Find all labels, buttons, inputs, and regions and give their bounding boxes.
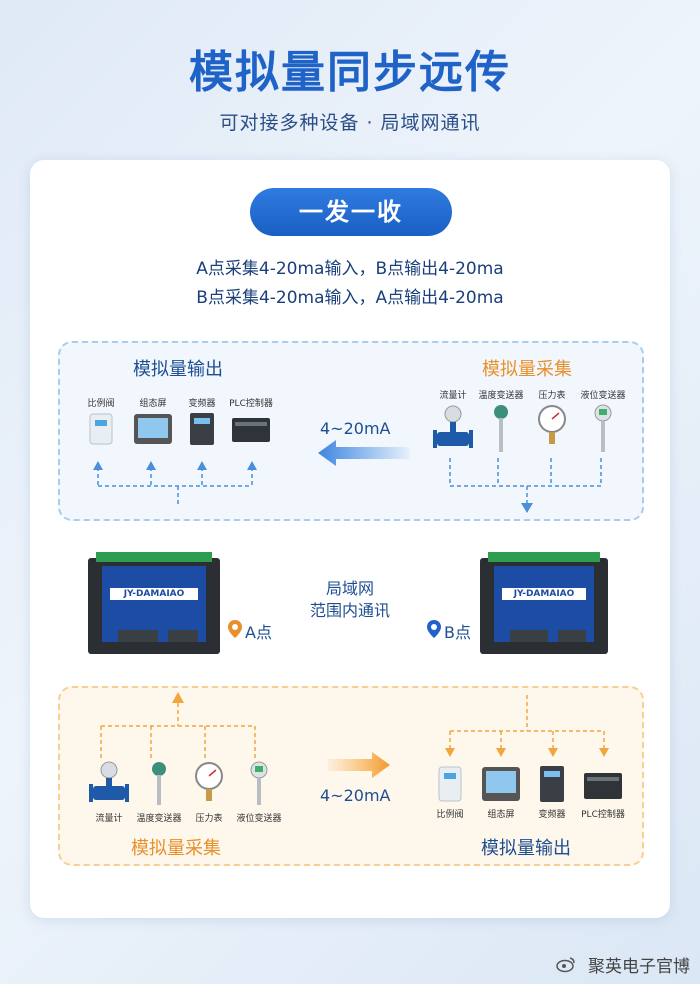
page-title: 模拟量同步远传 xyxy=(189,47,511,98)
device-label: PLC控制器 xyxy=(229,399,273,409)
inverter-icon xyxy=(190,413,214,445)
level-transmitter-icon xyxy=(250,761,268,805)
device-label: 液位变送器 xyxy=(236,814,282,824)
device-label: 温度变送器 xyxy=(136,814,182,824)
device-label: 液位变送器 xyxy=(580,391,626,401)
module-a: JY-DAMAIAO xyxy=(88,552,220,660)
bottom-device-hmi: 组态屏 xyxy=(466,762,536,820)
network-text: 局域网 范围内通讯 xyxy=(290,578,410,622)
device-label: 流量计 xyxy=(439,391,467,401)
device-label: 比例阀 xyxy=(436,810,464,820)
top-output-title: 模拟量输出 xyxy=(133,359,223,380)
hmi-screen-icon xyxy=(482,767,520,801)
plc-controller-icon xyxy=(584,773,622,799)
top-device-hmi: 组态屏 xyxy=(118,396,188,450)
level-transmitter-icon xyxy=(594,404,612,452)
device-label: 压力表 xyxy=(538,391,566,401)
pressure-gauge-icon xyxy=(538,405,566,444)
right-arrow-icon xyxy=(328,752,390,778)
device-label: 流量计 xyxy=(95,814,123,824)
mode-description-1: A点采集4-20ma输入，B点输出4-20ma xyxy=(196,259,504,279)
io-module-icon xyxy=(88,552,220,654)
device-label: 温度变送器 xyxy=(478,391,524,401)
proportional-valve-icon xyxy=(89,413,113,445)
module-b: JY-DAMAIAO xyxy=(480,552,608,660)
pressure-gauge-icon xyxy=(195,762,223,801)
device-label: 压力表 xyxy=(195,814,223,824)
network-line-1: 局域网 xyxy=(325,579,374,598)
device-label: 比例阀 xyxy=(87,399,115,409)
page-subtitle: 可对接多种设备 · 局域网通讯 xyxy=(219,112,481,134)
device-label: PLC控制器 xyxy=(581,810,625,820)
mode-pill: 一发一收 xyxy=(250,188,452,236)
temperature-transmitter-icon xyxy=(494,405,508,452)
top-device-level-transmitter: 液位变送器 xyxy=(568,388,638,458)
module-b-name: JY-DAMAIAO xyxy=(502,588,586,600)
point-b-label: B点 xyxy=(444,623,471,642)
top-device-inverter: 变频器 xyxy=(167,396,237,450)
location-b-icon xyxy=(427,620,441,638)
plc-controller-icon xyxy=(232,418,270,442)
device-label: 变频器 xyxy=(538,810,566,820)
bottom-device-proportional-valve: 比例阀 xyxy=(415,762,485,820)
flowmeter-icon xyxy=(433,405,473,448)
temperature-transmitter-icon xyxy=(152,762,166,805)
top-signal-label: 4~20mA xyxy=(320,419,391,438)
top-input-title: 模拟量采集 xyxy=(482,359,572,380)
point-a-label: A点 xyxy=(245,623,272,642)
bottom-input-title: 模拟量采集 xyxy=(131,838,221,859)
top-device-plc: PLC控制器 xyxy=(216,396,286,450)
location-a-icon xyxy=(228,620,242,638)
network-line-2: 范围内通讯 xyxy=(309,601,390,620)
device-label: 组态屏 xyxy=(487,810,515,820)
top-device-proportional-valve: 比例阀 xyxy=(66,396,136,450)
bottom-device-plc: PLC控制器 xyxy=(568,762,638,820)
flowmeter-icon xyxy=(89,761,129,802)
top-device-pressure-gauge: 压力表 xyxy=(517,388,587,454)
mode-description-2: B点采集4-20ma输入，A点输出4-20ma xyxy=(196,288,504,308)
top-device-flowmeter: 流量计 xyxy=(418,388,488,458)
device-label: 变频器 xyxy=(188,399,216,409)
bottom-device-level-transmitter: 液位变送器 xyxy=(224,758,294,824)
device-label: 组态屏 xyxy=(139,399,167,409)
bottom-output-title: 模拟量输出 xyxy=(481,838,571,859)
bottom-signal-label: 4~20mA xyxy=(320,786,391,805)
bottom-device-temperature-transmitter: 温度变送器 xyxy=(124,758,194,824)
proportional-valve-icon xyxy=(438,766,462,802)
module-a-name: JY-DAMAIAO xyxy=(110,588,198,600)
bottom-device-flowmeter: 流量计 xyxy=(74,758,144,824)
bottom-device-inverter: 变频器 xyxy=(517,762,587,820)
top-device-temperature-transmitter: 温度变送器 xyxy=(466,388,536,458)
watermark-text: 聚英电子官博 xyxy=(588,957,690,977)
left-arrow-icon xyxy=(318,440,410,466)
inverter-icon xyxy=(540,766,564,802)
hmi-screen-icon xyxy=(134,414,172,444)
bottom-device-pressure-gauge: 压力表 xyxy=(174,758,244,824)
weibo-icon xyxy=(556,957,575,973)
